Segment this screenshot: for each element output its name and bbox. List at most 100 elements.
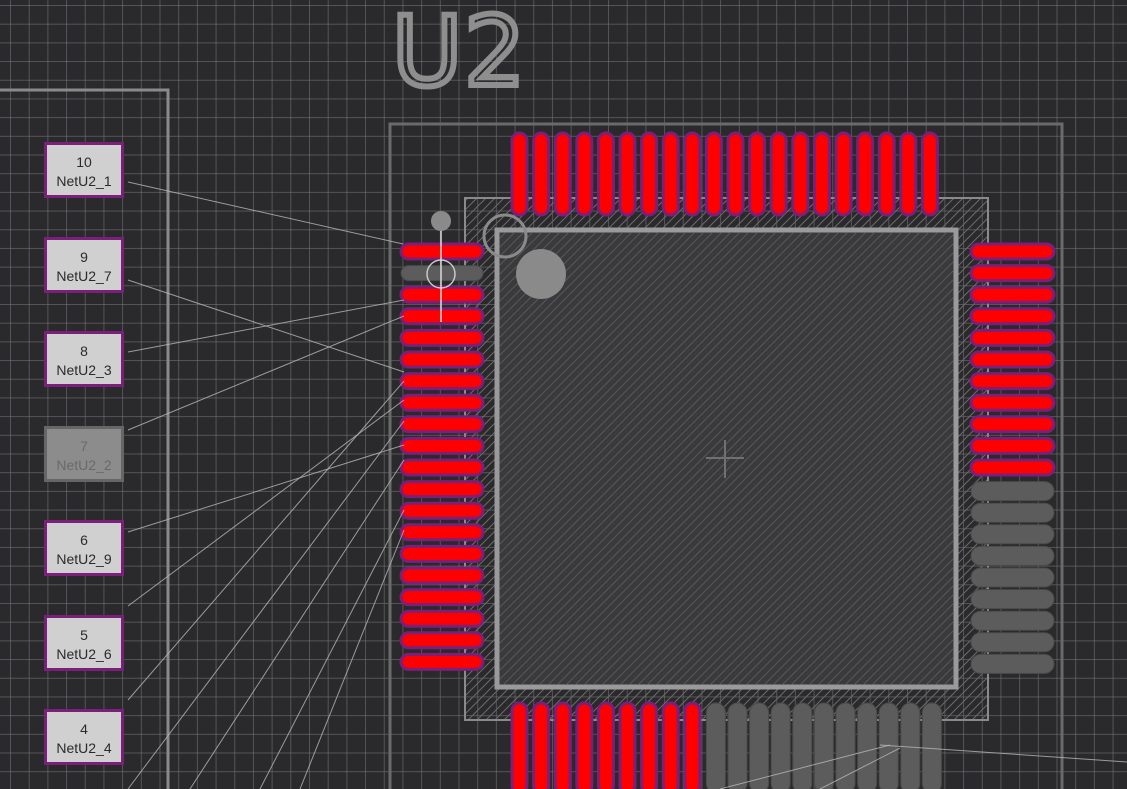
pad-right-12[interactable]	[970, 481, 1055, 502]
pad-right-15[interactable]	[970, 545, 1055, 566]
pad-left-11[interactable]	[399, 458, 485, 477]
pad-top-15[interactable]	[812, 131, 831, 217]
pad-right-5[interactable]	[969, 328, 1056, 347]
pad-top-17[interactable]	[856, 131, 875, 217]
pad-top-9[interactable]	[683, 131, 702, 217]
pad-right-20[interactable]	[970, 653, 1055, 674]
ratsnest-line	[127, 315, 405, 431]
pad-bottom-15[interactable]	[813, 702, 834, 789]
pin-number: 5	[80, 627, 88, 643]
pad-left-16[interactable]	[399, 566, 485, 585]
pad-left-12[interactable]	[399, 480, 485, 499]
center-crosshair	[706, 440, 744, 478]
pad-bottom-10[interactable]	[705, 702, 726, 789]
pad-right-1[interactable]	[969, 242, 1056, 261]
pad-left-1[interactable]	[399, 242, 485, 261]
pad-top-10[interactable]	[704, 131, 723, 217]
pad-top-4[interactable]	[575, 131, 594, 217]
pad-left-14[interactable]	[399, 523, 485, 542]
pad-left-6[interactable]	[399, 350, 485, 369]
pad-left-20[interactable]	[399, 652, 485, 671]
pad-top-8[interactable]	[661, 131, 680, 217]
pad-top-1[interactable]	[510, 131, 529, 217]
pad-top-20[interactable]	[920, 131, 939, 217]
pad-bottom-6[interactable]	[618, 701, 637, 789]
pad-left-18[interactable]	[399, 609, 485, 628]
pad-right-4[interactable]	[969, 307, 1056, 326]
pad-bottom-19[interactable]	[900, 702, 921, 789]
pad-top-3[interactable]	[553, 131, 572, 217]
pad-left-7[interactable]	[399, 372, 485, 391]
pad-right-13[interactable]	[970, 502, 1055, 523]
pad-left-9[interactable]	[399, 415, 485, 434]
pad-right-10[interactable]	[969, 436, 1056, 455]
pin-net-name: NetU2_4	[56, 740, 112, 756]
pad-bottom-5[interactable]	[596, 701, 615, 789]
pad-left-15[interactable]	[399, 544, 485, 563]
pad-bottom-20[interactable]	[921, 702, 942, 789]
pad-bottom-11[interactable]	[727, 702, 748, 789]
pad-bottom-12[interactable]	[749, 702, 770, 789]
ratsnest-line	[819, 747, 901, 789]
pad-left-13[interactable]	[399, 501, 485, 520]
pad-top-19[interactable]	[899, 131, 918, 217]
pad-top-13[interactable]	[769, 131, 788, 217]
pad-right-9[interactable]	[969, 415, 1056, 434]
pad-top-11[interactable]	[726, 131, 745, 217]
pad-bottom-14[interactable]	[792, 702, 813, 789]
pad-left-2[interactable]	[400, 265, 484, 282]
pad-right-6[interactable]	[969, 350, 1056, 369]
pad-left-8[interactable]	[399, 393, 485, 412]
pad-right-18[interactable]	[970, 610, 1055, 631]
pad-left-4[interactable]	[399, 307, 485, 326]
ratsnest-line	[127, 420, 405, 789]
pad-right-17[interactable]	[970, 589, 1055, 610]
pad-bottom-8[interactable]	[661, 701, 680, 789]
pad-right-16[interactable]	[970, 567, 1055, 588]
pad-top-2[interactable]	[532, 131, 551, 217]
pad-top-16[interactable]	[834, 131, 853, 217]
pad-left-5[interactable]	[399, 328, 485, 347]
pad-top-6[interactable]	[618, 131, 637, 217]
pad-top-12[interactable]	[748, 131, 767, 217]
pad-top-7[interactable]	[640, 131, 659, 217]
pad-right-11[interactable]	[969, 458, 1056, 477]
pad-bottom-3[interactable]	[553, 701, 572, 789]
pad-right-2[interactable]	[969, 264, 1056, 283]
pin-net-name: NetU2_2	[56, 457, 112, 473]
pad-right-8[interactable]	[969, 393, 1056, 412]
pad-right-7[interactable]	[969, 372, 1056, 391]
pad-bottom-2[interactable]	[532, 701, 551, 789]
pad-bottom-13[interactable]	[770, 702, 791, 789]
pad-top-14[interactable]	[791, 131, 810, 217]
pad-left-19[interactable]	[399, 631, 485, 650]
pad-left-3[interactable]	[399, 285, 485, 304]
pin-number: 6	[80, 532, 88, 548]
ratsnest-line	[879, 744, 1127, 763]
pad-right-19[interactable]	[970, 632, 1055, 653]
pad-right-14[interactable]	[970, 524, 1055, 545]
pad-bottom-4[interactable]	[575, 701, 594, 789]
component-designator[interactable]: U2	[389, 0, 528, 108]
pin1-ring	[482, 213, 528, 259]
pad-bottom-7[interactable]	[640, 701, 659, 789]
ratsnest-line	[189, 459, 405, 789]
pad-bottom-16[interactable]	[835, 702, 856, 789]
pad-right-3[interactable]	[969, 285, 1056, 304]
pad-top-5[interactable]	[596, 131, 615, 217]
pad-top-18[interactable]	[877, 131, 896, 217]
pad-left-17[interactable]	[399, 588, 485, 607]
pad-bottom-17[interactable]	[857, 702, 878, 789]
ratsnest-line	[127, 444, 405, 533]
pad-bottom-1[interactable]	[510, 701, 529, 789]
pad-left-10[interactable]	[399, 436, 485, 455]
pad-bottom-9[interactable]	[683, 701, 702, 789]
